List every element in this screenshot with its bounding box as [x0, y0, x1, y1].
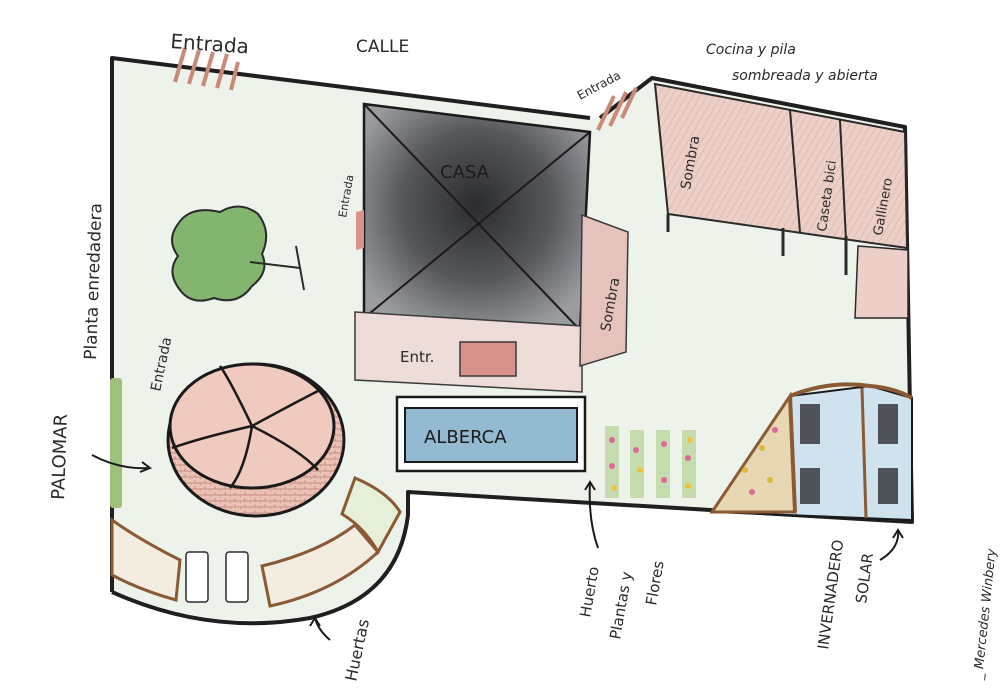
- right-entrance-mark: [596, 87, 638, 131]
- climbing-plant: [110, 378, 122, 508]
- huertas-beds: [110, 476, 402, 608]
- label-huertas: Huertas: [341, 617, 373, 683]
- label-cocina: Cocina y pila: [706, 42, 796, 58]
- top-entrance-mark: [173, 47, 240, 91]
- label-entr: Entr.: [400, 348, 434, 366]
- annotation-arrows: [91, 454, 904, 641]
- label-solar: SOLAR: [852, 552, 877, 605]
- flower-garden: [605, 426, 696, 498]
- label-invernadero: INVERNADERO: [814, 539, 847, 651]
- label-cocina-2: sombreada y abierta: [732, 68, 878, 84]
- label-palomar: PALOMAR: [48, 414, 72, 501]
- label-planta-enredadera: Planta enredadera: [81, 203, 106, 360]
- label-alberca: ALBERCA: [424, 427, 507, 448]
- label-huerto: Huerto: [576, 565, 603, 619]
- label-flores: Flores: [642, 559, 668, 606]
- label-entrada-right: Entrada: [575, 68, 623, 102]
- label-calle: CALLE: [356, 37, 409, 57]
- kitchen-building: [653, 82, 909, 319]
- greenhouse: [709, 382, 914, 522]
- signature: _ Mercedes Winbery: [971, 548, 1000, 682]
- label-entrada-top: Entrada: [170, 29, 250, 58]
- label-plantas: Plantas y: [606, 570, 636, 641]
- house: [354, 102, 629, 393]
- alberca: [395, 395, 587, 473]
- tree: [171, 205, 305, 302]
- palomar: [166, 362, 346, 518]
- label-casa: CASA: [440, 162, 490, 183]
- bench: [185, 551, 249, 603]
